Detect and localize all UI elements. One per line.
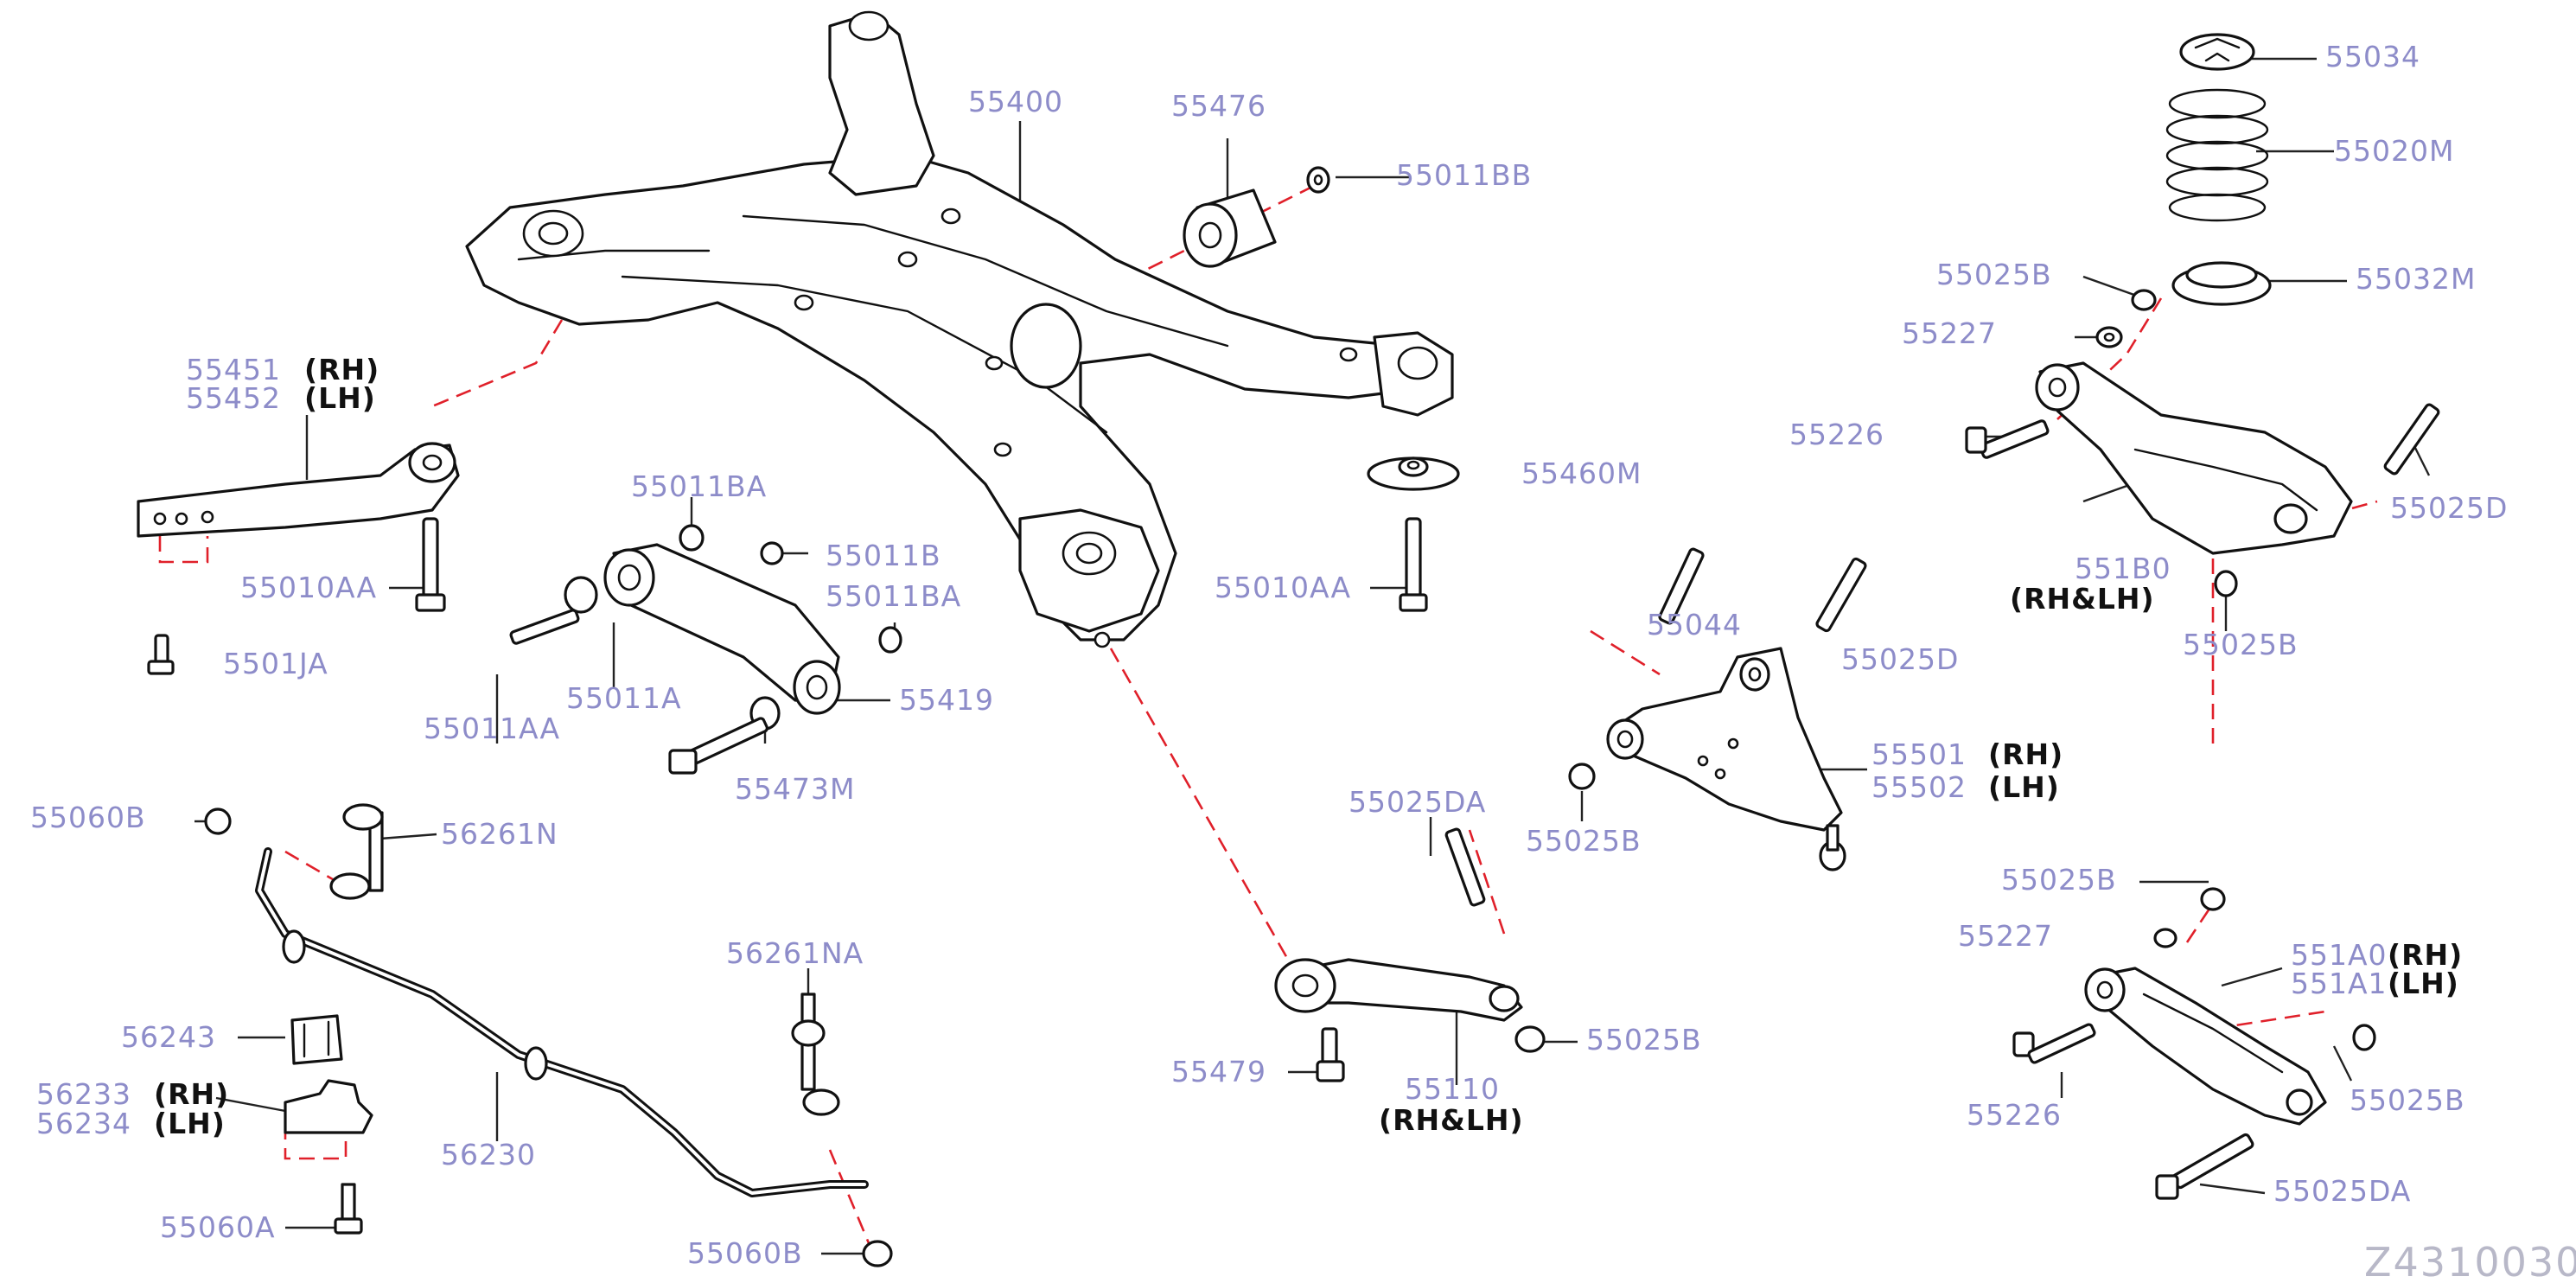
coil-spring-55020M <box>2165 88 2269 222</box>
bolt-55060A <box>334 1183 363 1235</box>
label-55479: 55479 <box>1171 1055 1266 1088</box>
label-55501: 55501 <box>1871 737 1967 771</box>
label-55011BB: 55011BB <box>1396 158 1533 192</box>
stabilizer-link-56261NA <box>791 993 840 1116</box>
label-55025DA-lower: 55025DA <box>2273 1174 2412 1208</box>
label-5501JA: 5501JA <box>223 647 328 680</box>
label-55226-top: 55226 <box>1789 418 1884 451</box>
label-55011BA-low: 55011BA <box>826 579 962 613</box>
label-55020M: 55020M <box>2334 134 2455 168</box>
label-551A1-side: (LH) <box>2388 967 2459 1000</box>
label-55025D: 55025D <box>2390 491 2509 525</box>
bolt-55025D <box>2383 403 2440 476</box>
link-55419 <box>603 543 841 715</box>
label-55400: 55400 <box>968 85 1063 118</box>
label-55034: 55034 <box>2325 40 2420 73</box>
bolt-55010AA-right <box>1399 517 1428 612</box>
lower-arm-551B0 <box>2035 361 2353 555</box>
bolt-55010AA-left <box>415 517 446 612</box>
label-56233: 56233 <box>36 1077 131 1111</box>
label-55060B-bottom: 55060B <box>687 1236 803 1270</box>
spring-seat-55034 <box>2179 33 2255 71</box>
trailing-link-55110 <box>1274 958 1523 1022</box>
label-55473M: 55473M <box>735 772 856 806</box>
label-55010AA-right: 55010AA <box>1215 571 1352 604</box>
rear-subframe-55400 <box>465 10 1454 648</box>
label-55476: 55476 <box>1171 89 1266 123</box>
label-55010AA-left: 55010AA <box>240 571 378 604</box>
label-55025B-arm: 55025B <box>1526 824 1642 858</box>
label-55025B-lower-right: 55025B <box>2350 1083 2465 1117</box>
label-55110-side: (RH&LH) <box>1379 1103 1524 1137</box>
label-55452-side: (LH) <box>304 381 376 415</box>
washers-55011 <box>564 524 902 731</box>
label-55502-side: (LH) <box>1988 770 2060 804</box>
label-55044: 55044 <box>1647 608 1742 642</box>
label-55419: 55419 <box>899 683 994 717</box>
label-55025B-top: 55025B <box>1936 258 2052 291</box>
bolt-55011AA <box>509 609 580 645</box>
washer-55011BB <box>1306 166 1330 194</box>
label-551A1: 551A1 <box>2291 967 2388 1000</box>
label-55451-side: (RH) <box>304 353 380 386</box>
label-55060A: 55060A <box>160 1210 276 1244</box>
label-55025D-mid: 55025D <box>1841 642 1960 676</box>
bolts-551A0-side <box>2012 887 2376 1200</box>
bolt-5501JA <box>147 634 175 675</box>
label-56234-side: (LH) <box>154 1107 226 1140</box>
bolt-55226-upper <box>1965 419 2050 459</box>
label-55025DA-mid: 55025DA <box>1349 785 1487 819</box>
bolts-55479-55025DA <box>1316 827 1546 1082</box>
label-55227-top: 55227 <box>1902 316 1997 350</box>
label-55227-lower: 55227 <box>1958 919 2053 953</box>
lower-arm-551A0 <box>2084 967 2327 1126</box>
label-551A0-side: (RH) <box>2388 938 2464 972</box>
label-55501-side: (RH) <box>1988 737 2064 771</box>
bushing-56243 <box>290 1014 343 1065</box>
bolts-55044-55025D <box>1568 547 1867 790</box>
label-55025B-mid: 55025B <box>2183 628 2299 661</box>
upper-arm-55501 <box>1606 647 1846 871</box>
bushing-55476 <box>1183 188 1277 268</box>
washers-55025B-55227 <box>2095 289 2238 597</box>
label-55025B-lower-top: 55025B <box>2001 863 2117 897</box>
label-55502: 55502 <box>1871 770 1967 804</box>
label-55025B-link: 55025B <box>1586 1023 1702 1056</box>
label-55032M: 55032M <box>2356 262 2477 296</box>
label-56233-side: (RH) <box>154 1077 230 1111</box>
label-55226-lower: 55226 <box>1967 1098 2062 1132</box>
label-55011BA-top: 55011BA <box>631 469 768 503</box>
diagram-code: Z4310030 <box>2364 1239 2576 1283</box>
nuts-55060B <box>204 807 893 1267</box>
label-55451: 55451 <box>186 353 281 386</box>
label-56234: 56234 <box>36 1107 131 1140</box>
label-551B0: 551B0 <box>2075 552 2171 585</box>
bolt-55473M <box>668 717 768 775</box>
label-55011B: 55011B <box>826 539 941 572</box>
label-55011A: 55011A <box>566 681 682 715</box>
stabilizer-bar-56230 <box>255 847 869 1197</box>
label-55460M: 55460M <box>1521 456 1642 490</box>
label-55011AA: 55011AA <box>424 712 561 745</box>
stabilizer-link-56261N <box>329 803 384 900</box>
label-56261NA: 56261NA <box>726 936 864 970</box>
mount-55460M <box>1367 456 1460 491</box>
clamp-56233 <box>284 1079 373 1134</box>
lateral-link-55451 <box>137 442 460 538</box>
label-56243: 56243 <box>121 1020 216 1054</box>
label-55060B-left: 55060B <box>30 801 146 834</box>
label-55110: 55110 <box>1405 1072 1500 1106</box>
label-56230: 56230 <box>441 1138 536 1171</box>
label-55452: 55452 <box>186 381 281 415</box>
label-56261N: 56261N <box>441 817 558 851</box>
label-551A0: 551A0 <box>2291 938 2388 972</box>
label-551B0-side: (RH&LH) <box>2010 582 2155 616</box>
spring-seat-55032M <box>2171 261 2272 306</box>
